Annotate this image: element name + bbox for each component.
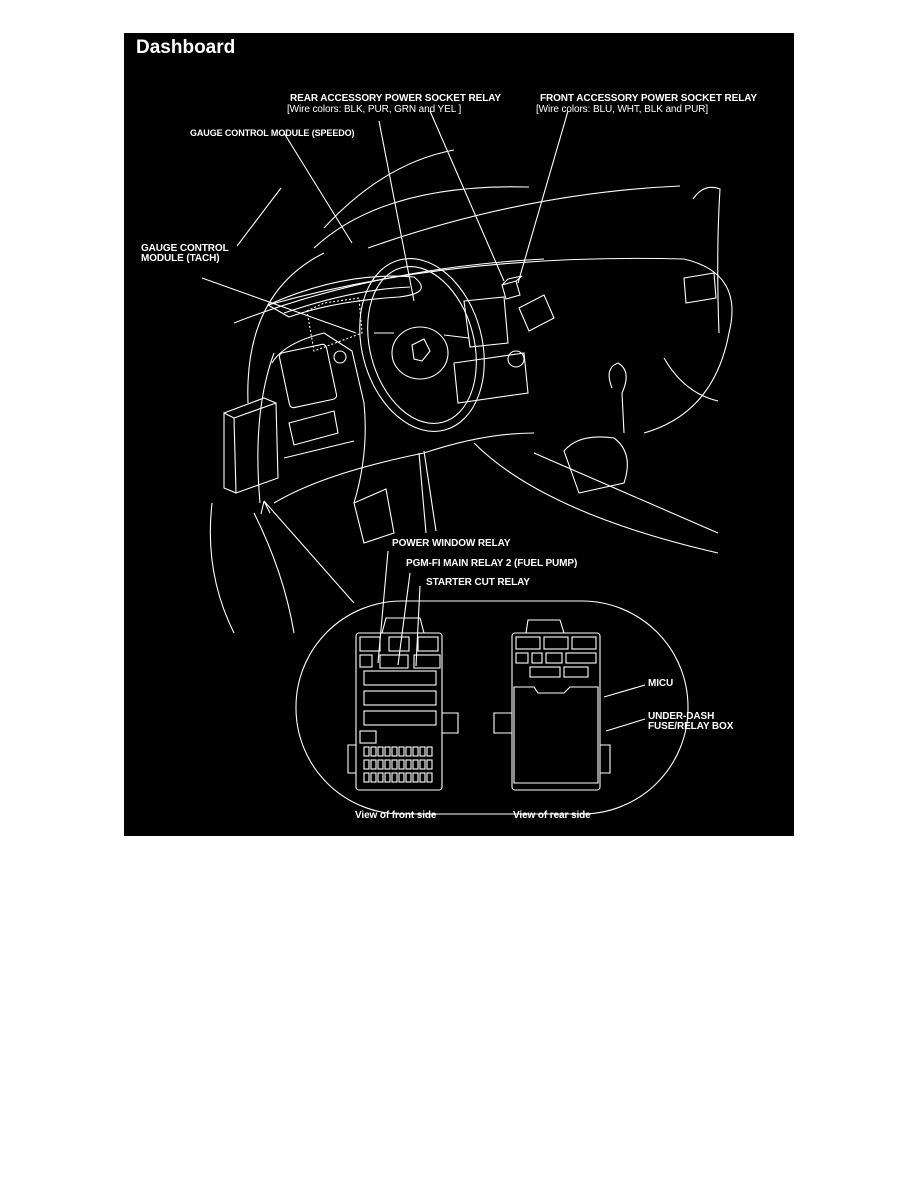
label-power-window-relay: POWER WINDOW RELAY (392, 538, 511, 549)
label-micu: MICU (648, 678, 674, 689)
label-rear-socket-wires: [Wire colors: BLK, PUR, GRN and YEL ] (287, 104, 462, 115)
page-title: Dashboard (136, 37, 236, 58)
label-gauge-speedo: GAUGE CONTROL MODULE (SPEEDO) (190, 128, 355, 138)
label-starter-cut-relay: STARTER CUT RELAY (426, 577, 530, 588)
label-front-socket-wires: [Wire colors: BLU, WHT, BLK and PUR] (536, 104, 709, 115)
label-gauge-tach-2: MODULE (TACH) (141, 253, 220, 264)
label-under-dash-2: FUSE/RELAY BOX (648, 721, 734, 732)
label-under-dash-1: UNDER-DASH (648, 711, 715, 722)
label-gauge-tach-1: GAUGE CONTROL (141, 243, 229, 254)
label-rear-socket-relay: REAR ACCESSORY POWER SOCKET RELAY (290, 93, 501, 104)
diagram-panel: Dashboard (124, 33, 794, 836)
label-view-rear: View of rear side (513, 810, 591, 821)
dashboard-illustration (201, 110, 733, 815)
label-front-socket-relay: FRONT ACCESSORY POWER SOCKET RELAY (540, 93, 757, 104)
label-view-front: View of front side (355, 810, 437, 821)
label-pgm-fi-relay: PGM-FI MAIN RELAY 2 (FUEL PUMP) (406, 558, 578, 569)
